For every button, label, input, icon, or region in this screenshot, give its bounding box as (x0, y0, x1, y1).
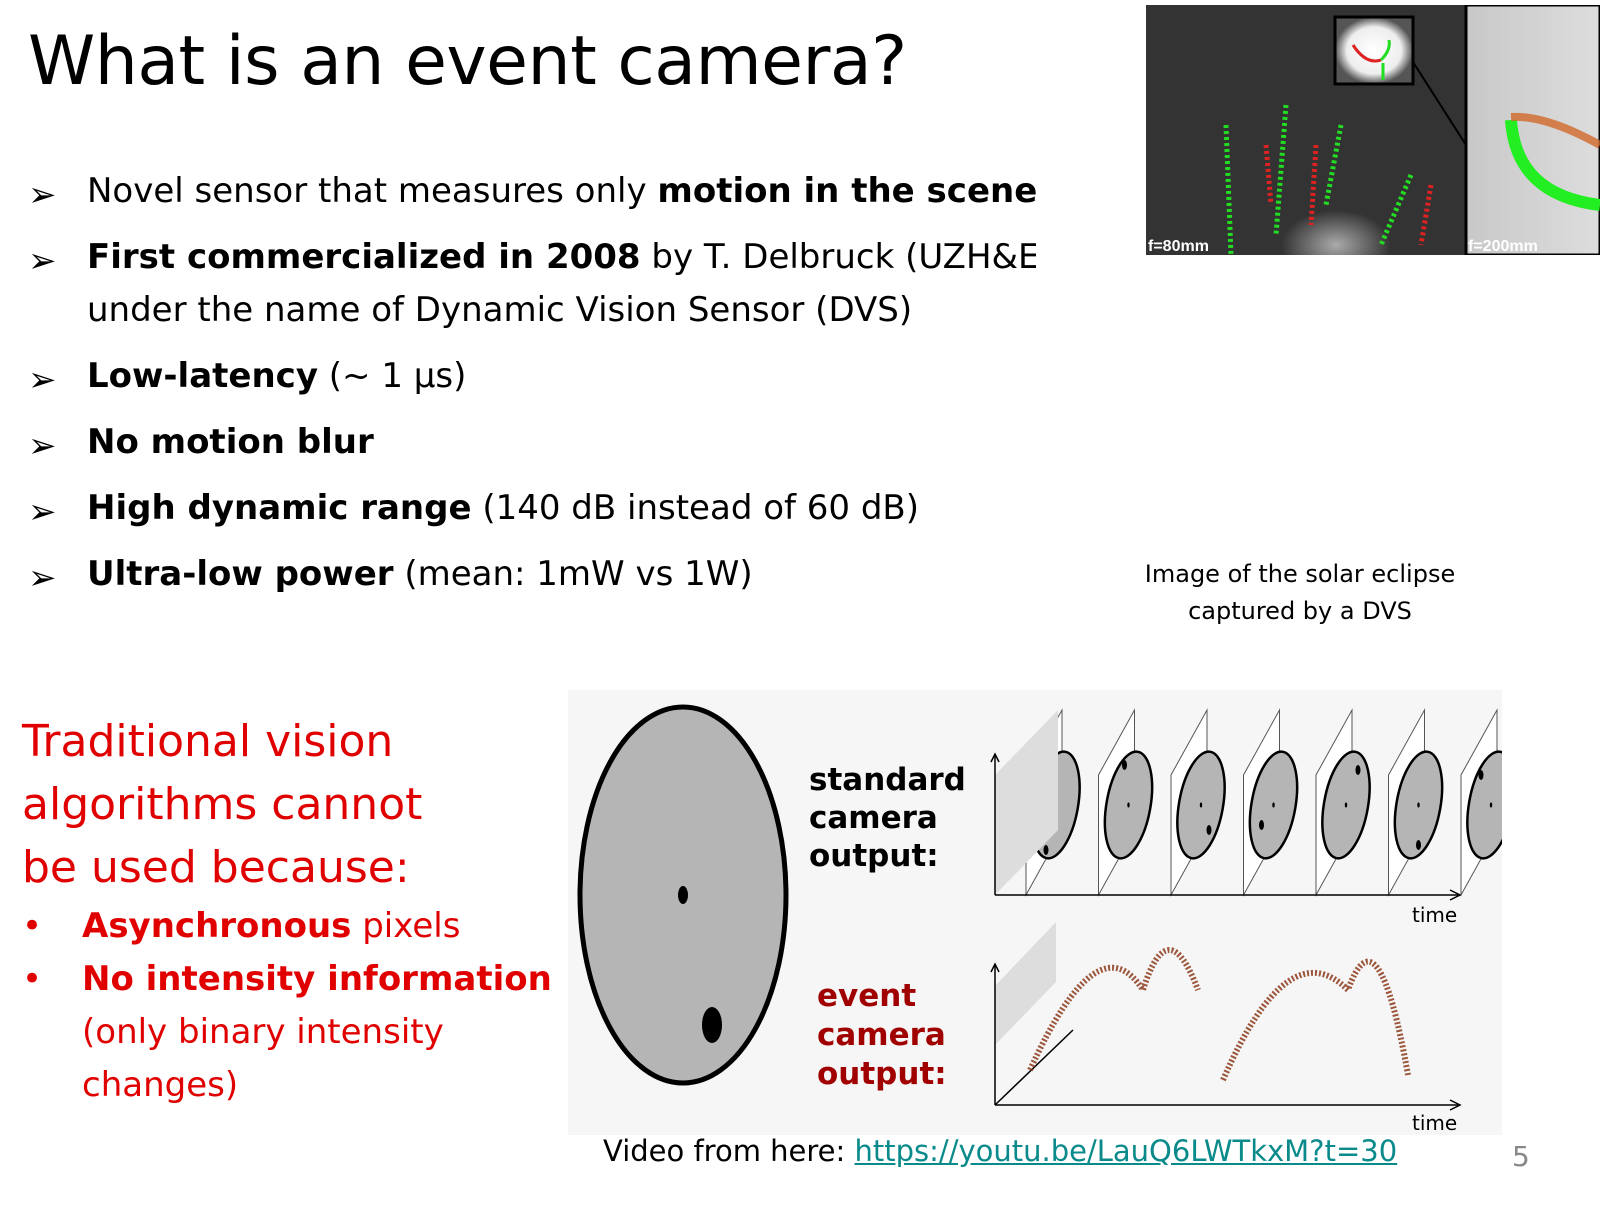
frame-dot (1206, 825, 1212, 835)
standard-label: output: (809, 838, 939, 874)
bullet-text: Novel sensor that measures only (87, 171, 658, 211)
eclipse-image-graphic: f=80mm f=200mm (1146, 5, 1600, 255)
red-point: • Asynchronous pixels (22, 900, 552, 953)
time-axis-label: time (1412, 903, 1457, 927)
event-label: output: (817, 1056, 947, 1092)
disk-center-dot (678, 886, 688, 904)
bullet-bold-text: motion in the scene (657, 171, 1036, 211)
red-point-extra: changes) (82, 1065, 239, 1105)
focal-label-80: f=80mm (1148, 238, 1209, 255)
standard-label: standard (809, 762, 966, 798)
event-camera-diagram: standard camera output: event camera out… (568, 690, 1516, 1135)
camera-frame (1170, 708, 1226, 897)
bullet-text: (~ 1 μs) (317, 356, 467, 396)
red-heading: Traditional vision algorithms cannot be … (22, 710, 422, 899)
frame-dot (1489, 802, 1493, 808)
bullet-bold-text: Low-latency (87, 356, 318, 396)
camera-frame (1460, 708, 1516, 897)
red-point-bold: Asynchronous (82, 906, 352, 946)
bullet-item: ➢ First commercialized in 2008 by T. Delb… (28, 231, 1036, 337)
frame-dot (1416, 840, 1421, 850)
bullet-item: ➢ Novel sensor that measures only motion … (28, 165, 1036, 218)
page-number: 5 (1512, 1140, 1530, 1173)
disk-marker-dot (702, 1007, 722, 1043)
bullet-list: ➢ Novel sensor that measures only motion … (28, 165, 1036, 614)
bullet-item: ➢ No motion blur (28, 416, 1036, 469)
bullet-text-line2: under the name of Dynamic Vision Sensor … (87, 290, 913, 330)
frame-dot (1355, 765, 1361, 775)
camera-frame (1388, 708, 1444, 897)
frame-dot (1259, 820, 1264, 830)
bullet-item: ➢ Low-latency (~ 1 μs) (28, 350, 1036, 403)
arrowhead-icon: ➢ (28, 492, 57, 532)
frame-dot (1344, 802, 1348, 808)
axis-plane (995, 710, 1058, 895)
frame-dot (1478, 770, 1484, 780)
bullet-dot-icon: • (22, 906, 43, 946)
red-points-list: • Asynchronous pixels • No intensity infor… (22, 900, 552, 1112)
camera-frame (1315, 708, 1371, 897)
slide-title: What is an event camera? (28, 22, 907, 101)
video-prefix: Video from here: (603, 1134, 855, 1168)
event-trajectory (1027, 947, 1411, 1082)
frame-dot (1417, 802, 1420, 808)
red-point-bold: No intensity information (82, 959, 552, 999)
bullet-text: (140 dB instead of 60 dB) (471, 488, 920, 528)
frame-dot (1122, 760, 1127, 770)
frame-dot (1199, 802, 1203, 808)
bullet-text: by T. Delbruck (UZH&ETH) (651, 237, 1036, 277)
standard-label: camera (809, 800, 938, 836)
video-source: Video from here: https://youtu.be/LauQ6L… (603, 1134, 1397, 1168)
bullet-dot-icon: • (22, 959, 43, 999)
bullet-text: (mean: 1mW vs 1W) (393, 554, 753, 594)
arrowhead-icon: ➢ (28, 558, 57, 598)
arrowhead-icon: ➢ (28, 175, 57, 215)
time-axis-label: time (1412, 1111, 1457, 1135)
video-link[interactable]: https://youtu.be/LauQ6LWTkxM?t=30 (854, 1134, 1398, 1168)
bullet-bold-text: First commercialized in 2008 (87, 237, 641, 277)
frame-dot (1043, 845, 1049, 855)
bullet-item: ➢ Ultra-low power (mean: 1mW vs 1W) (28, 548, 1036, 601)
red-heading-line: Traditional vision (22, 716, 394, 767)
bullet-bold-text: No motion blur (87, 422, 374, 462)
camera-frame (1098, 708, 1154, 897)
event-label: event (817, 978, 916, 1014)
camera-frame (1243, 708, 1299, 897)
bullet-item: ➢ High dynamic range (140 dB instead of 6… (28, 482, 1036, 535)
frame-dot (1272, 802, 1275, 808)
red-point-extra: (only binary intensity (82, 1012, 444, 1052)
bullet-bold-text: High dynamic range (87, 488, 472, 528)
red-point: • No intensity information (only binary i… (22, 953, 552, 1112)
caption-line: Image of the solar eclipse (1144, 560, 1456, 588)
red-heading-line: be used because: (22, 842, 410, 893)
arrowhead-icon: ➢ (28, 360, 57, 400)
caption-line: captured by a DVS (1188, 597, 1412, 625)
dvs-eclipse-image: f=80mm f=200mm (1146, 5, 1600, 255)
diagram-graphic: standard camera output: event camera out… (577, 704, 1516, 1135)
axis-plane (995, 922, 1056, 1045)
red-heading-line: algorithms cannot (22, 779, 423, 830)
arrowhead-icon: ➢ (28, 241, 57, 281)
red-point-rest: pixels (351, 906, 461, 946)
bullet-bold-text: Ultra-low power (87, 554, 394, 594)
frame-dot (1127, 802, 1130, 808)
arrowhead-icon: ➢ (28, 426, 57, 466)
event-label: camera (817, 1017, 946, 1053)
image-caption: Image of the solar eclipse captured by a… (1110, 556, 1490, 630)
focal-label-200: f=200mm (1468, 238, 1538, 255)
